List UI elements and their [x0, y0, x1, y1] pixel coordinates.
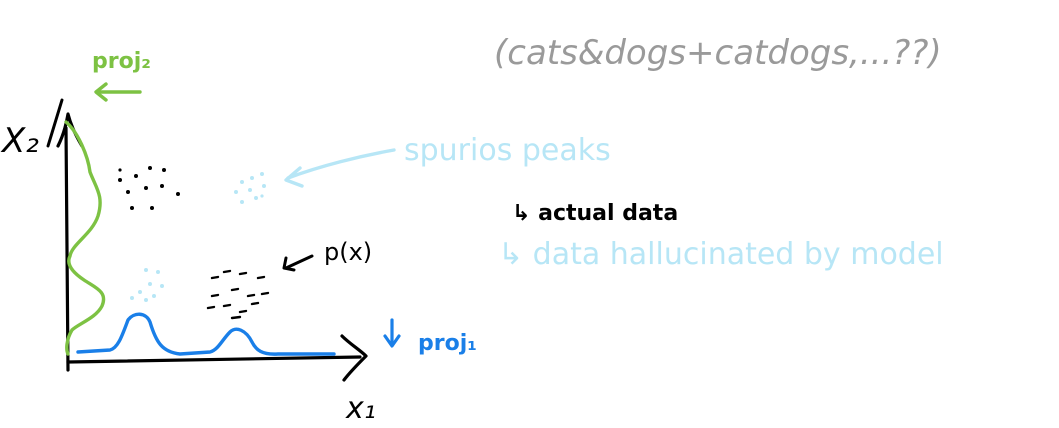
- down-arrow-icon: [383, 318, 401, 348]
- px-label: p(x): [324, 238, 372, 266]
- left-arrow-icon: [94, 82, 142, 102]
- proj1-density-curve: [76, 312, 336, 356]
- actual-data-cluster-top: [118, 166, 180, 210]
- x-axis-line: [66, 355, 362, 364]
- px-pointer-arrow-icon: [282, 254, 314, 272]
- spurious-pointer-arrow-icon: [284, 148, 396, 188]
- x2-axis-label-group: X₂: [0, 98, 64, 161]
- x1-axis-label: x₁: [345, 391, 376, 426]
- axes: [56, 112, 368, 382]
- actual-data-cluster-bottom: [206, 269, 270, 320]
- hallucinated-data-cluster-top: [234, 172, 266, 204]
- spurious-peaks-label: spurios peaks: [404, 133, 611, 168]
- x2-axis-label: X₂: [0, 121, 39, 161]
- proj2-label: proj₂: [92, 49, 151, 74]
- hallucinated-data-cluster-bottom: [130, 268, 164, 302]
- note-label: (cats&dogs+catdogs,...??): [494, 33, 942, 73]
- hallucinated-data-label: ↳ data hallucinated by model: [498, 237, 944, 272]
- actual-data-label: ↳ actual data: [512, 201, 678, 226]
- x2-slash-mark: [46, 98, 64, 148]
- y-axis-line: [64, 126, 70, 372]
- x-axis-arrowhead: [340, 334, 368, 382]
- proj1-label: proj₁: [418, 331, 477, 356]
- proj2-density-curve: [64, 120, 106, 356]
